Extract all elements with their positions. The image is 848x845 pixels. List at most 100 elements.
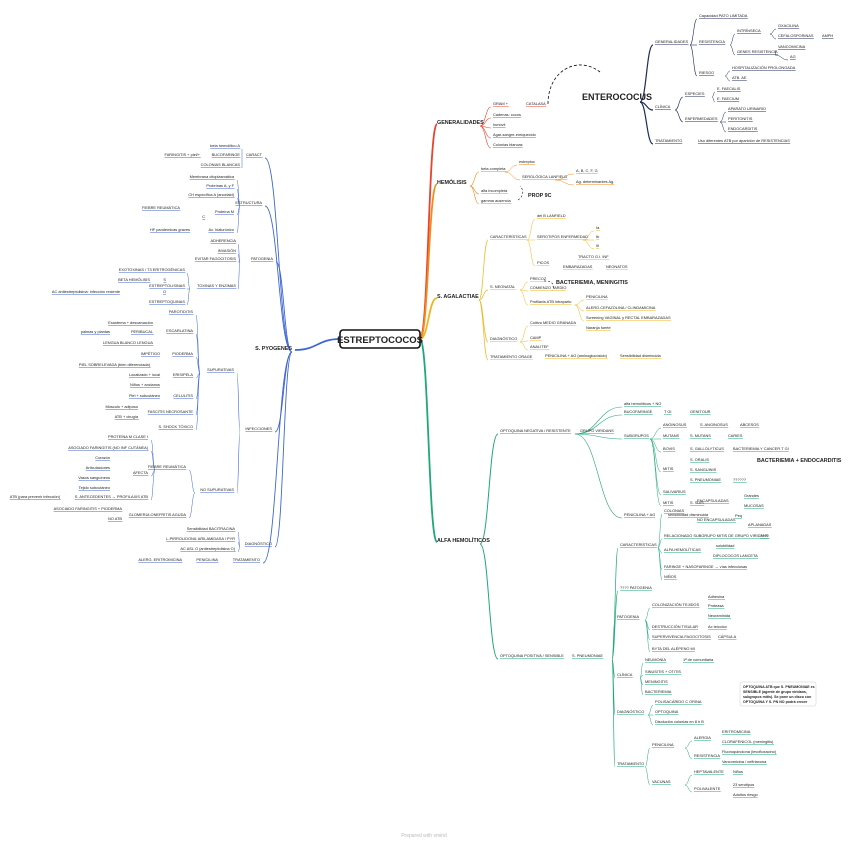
node-py-betah[interactable]: BETA HEMÓLISIS <box>118 277 150 282</box>
node-py-alerg[interactable]: ALERG. ERITROMICINA <box>138 557 182 562</box>
node-al-neum[interactable]: NEUMONÍA <box>645 657 666 662</box>
node-py-inv[interactable]: INVASIÓN <box>218 248 236 253</box>
node-al-neumo[interactable]: S. PNEUMONIAE <box>572 653 603 658</box>
node-al-sinus[interactable]: SINUSITIS + OTITIS <box>645 669 681 674</box>
node-py-fr[interactable]: FIEBRE REUMÁTICA <box>142 205 180 210</box>
node-al-abs[interactable]: ABCESOS <box>740 422 759 427</box>
node-py-lengua[interactable]: LENGUA BLANCO LENGUA <box>103 340 153 345</box>
node-al-vanco[interactable]: Vancomicina / ceftriaxona <box>722 759 767 764</box>
node-gen-col[interactable]: Colonias blancas <box>493 142 523 147</box>
enterococus-title[interactable]: ENTEROCOCUS <box>582 92 652 102</box>
node-al-dipl[interactable]: DIPLOCOCOS LANCETA <box>713 553 758 558</box>
node-py-eris[interactable]: ERISIPELA <box>173 372 194 377</box>
node-ent-per[interactable]: PERITONITIS <box>728 116 753 121</box>
node-al-caps[interactable]: CÁPSULA <box>718 634 737 639</box>
node-al-aplan[interactable]: APLANADAS <box>748 522 772 527</box>
node-ent-trat-v[interactable]: Uso diferentes ATB por aparición de RESI… <box>698 138 790 143</box>
node-gen-cadenas[interactable]: Cadenas: cocos <box>493 112 521 117</box>
node-al-coloniz[interactable]: COLONIZACIÓN TEJIDOS <box>652 602 699 607</box>
node-ent-oxa[interactable]: OXACILINA <box>778 23 799 28</box>
node-al-ninos[interactable]: NIÑOS <box>664 574 677 579</box>
node-ag-neo[interactable]: NEONATOS <box>606 264 628 269</box>
node-al-tgi[interactable]: T GI <box>664 409 672 414</box>
node-al-prot[interactable]: Proteasa <box>708 603 724 608</box>
node-ent-riesgo[interactable]: RIESGO <box>699 70 714 75</box>
node-py-hf[interactable]: HF pandemicas graves <box>150 227 190 232</box>
node-py-ac[interactable]: Ac. hialurónico <box>208 227 234 232</box>
node-py-pat[interactable]: PATOGENIA <box>251 256 273 261</box>
node-ag-pen[interactable]: PENICILINA <box>586 294 608 299</box>
node-py-fr2[interactable]: FIEBRE REUMÁTICA <box>148 464 186 469</box>
node-py-lp[interactable]: L-PIRROLIDONIL ARILAMIDASA / PYR <box>166 536 235 541</box>
node-ag-pico[interactable]: PICOS <box>537 260 550 265</box>
node-py-memb[interactable]: Membrana citoplasmática <box>190 174 235 179</box>
node-al-saliv[interactable]: SALIVARIUS <box>663 489 686 494</box>
node-al-rel-q[interactable]: ???? <box>760 533 769 538</box>
node-al-q[interactable]: ?????? <box>733 477 747 482</box>
node-py-piod[interactable]: PIODERMA <box>172 351 193 356</box>
node-py-perib[interactable]: PERIBUCAL <box>131 329 154 334</box>
node-py-vasos[interactable]: Vasos sanguíneos <box>78 475 110 480</box>
node-al-mut[interactable]: MUTANS <box>663 433 680 438</box>
node-py-s[interactable]: S <box>163 277 166 282</box>
node-al-far[interactable]: FARINGE + NASOFARINGE → vías infecciosas <box>664 564 747 569</box>
node-ent-trat[interactable]: TRATAMIENTO <box>655 138 682 143</box>
node-ag-ia[interactable]: Ia <box>596 225 600 230</box>
node-al-alfah[interactable]: ALFA HEMOLÍTICAS <box>664 547 701 552</box>
node-al-mut-s[interactable]: S. MUTANS <box>690 433 711 438</box>
node-ag-trat-s[interactable]: Sensibilidad disminuida <box>620 353 661 358</box>
node-al-mitis[interactable]: MITIS <box>663 466 674 471</box>
node-ent-res[interactable]: RESISTENCIA <box>699 39 725 44</box>
node-py-ninos[interactable]: Niños + ancianos <box>130 382 160 387</box>
node-py-musc[interactable]: Músculo + adiposo <box>105 404 138 409</box>
node-py-estrepk[interactable]: ESTREPTOQUINAS <box>149 299 185 304</box>
node-ag-iii[interactable]: III <box>596 243 599 248</box>
node-py-parot[interactable]: PAROTIDITIS <box>169 309 194 314</box>
node-ent-faeci[interactable]: E. FAECIUM <box>717 96 739 101</box>
node-al-23[interactable]: 23 serotipos <box>733 782 754 787</box>
node-py-beta[interactable]: beta hemolítico A <box>210 143 240 148</box>
node-ag-precoz[interactable]: PRECOZ <box>530 276 547 281</box>
node-al-clin[interactable]: CLÍNICA <box>617 672 633 677</box>
node-py-col[interactable]: COLONIAS BLANCAS <box>201 162 241 167</box>
node-al-sang[interactable]: S. SANGUINIS <box>690 467 717 472</box>
node-al-encap[interactable]: ENCAPSULADAS <box>697 498 729 503</box>
node-ag-prof[interactable]: Profilaxis ATB intraparto <box>530 299 571 304</box>
node-ag-camp[interactable]: CAMP <box>530 335 542 340</box>
node-py-estr[interactable]: ESTRUCTURA <box>235 200 262 205</box>
node-al-galo[interactable]: S. GALLOLYTICUS <box>690 446 724 451</box>
node-al-geni[interactable]: GENITOUR <box>690 409 711 414</box>
node-ent-faec[interactable]: E. FAECALIS <box>717 86 741 91</box>
node-py-protm[interactable]: Proteína M <box>215 209 234 214</box>
node-py-shock[interactable]: S. SHOCK TÓXICO <box>158 424 193 429</box>
node-al-hepta[interactable]: HEPTAVALENTE <box>694 769 724 774</box>
node-al-dis[interactable]: Disolución colonias en 8 h B <box>655 719 704 724</box>
node-ent-endo[interactable]: ENDOCARDITIS <box>728 126 758 131</box>
node-py-sens[interactable]: Sensibilidad BACITRACINA <box>187 526 236 531</box>
node-ag-neon[interactable]: S. NEONATAL <box>490 284 516 289</box>
node-ent-cli[interactable]: CLÍNICA <box>655 104 671 109</box>
node-al-adultos[interactable]: Adultos riesgo <box>733 792 758 797</box>
node-alfa[interactable]: ALFA HEMOLÍTICOS <box>437 536 490 544</box>
node-al-ang-s[interactable]: S. ANGINOSUS <box>700 422 728 427</box>
node-al-eritro[interactable]: ERITROMICINA <box>722 729 751 734</box>
root-node-title[interactable]: ESTREPTOCOCOS <box>337 335 423 346</box>
node-py-tej[interactable]: Tejido subcutáneo <box>79 485 110 490</box>
node-ag-trat[interactable]: TRATAMIENTO ORAGE <box>490 354 533 359</box>
node-py-palm[interactable]: palmas y plantas <box>81 329 110 334</box>
node-py-inf[interactable]: INFECCIONES <box>245 426 272 431</box>
node-al-vac[interactable]: VACUNAS <box>652 779 671 784</box>
node-hem-beta[interactable]: beta completa <box>481 166 506 171</box>
node-py-adh[interactable]: ADHERENCIA <box>210 238 236 243</box>
node-al-neg[interactable]: OPTOQUINA NEGATIVA / RESISTENTE <box>500 428 571 433</box>
node-py-asoc2[interactable]: ASOCIADO FARINGITIS + PIODERMA <box>54 506 123 511</box>
node-ag-b[interactable]: del B LANFIELD <box>537 213 566 218</box>
node-al-bov[interactable]: BOVIS <box>663 446 675 451</box>
node-ent-esp[interactable]: ESPECIES <box>685 91 705 96</box>
node-al-car[interactable]: CARIES <box>728 433 743 438</box>
node-py-atb[interactable]: ATB + cirugía <box>115 414 139 419</box>
node-al-adh[interactable]: Adhesina <box>708 594 725 599</box>
node-al-trat[interactable]: TRATAMIENTO <box>617 761 644 766</box>
node-ent-ampi[interactable]: AMPH <box>822 33 833 38</box>
node-py-exo[interactable]: EXOTOXINAS / T3 ERITROGÉNICAS <box>119 267 186 272</box>
